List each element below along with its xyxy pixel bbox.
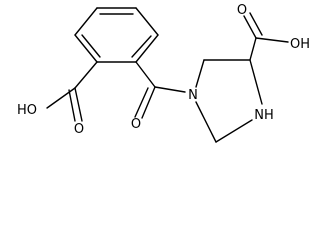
acid-right-bond [249, 37, 257, 61]
atom-label-acid-right-o: O [237, 3, 247, 18]
piperazine-bond [249, 59, 263, 105]
atom-label-acid-right-oh: OH [290, 37, 310, 52]
benzene-bond [74, 34, 98, 63]
piperazine-bond [195, 101, 217, 143]
acid-left-bond [74, 61, 98, 89]
acid-left-co-double-bond [68, 89, 76, 122]
atom-label-acid-left-o: O [74, 122, 84, 137]
amide-cn-bond [154, 86, 186, 93]
atom-label-amide-o: O [131, 117, 141, 132]
acid-right-oh-bond [255, 37, 289, 43]
bond-lines [46, 7, 289, 143]
atom-label-ring-n: N [188, 88, 198, 103]
benzene-double-bond [131, 35, 152, 58]
piperazine-bond [195, 59, 205, 88]
atom-label-acid-left-oh: HO [17, 103, 37, 118]
benzene-double-bond [81, 34, 101, 58]
atom-label-ring-nh: NH [254, 108, 274, 123]
amide-bond [135, 61, 156, 88]
acid-right-co-double-bond [249, 12, 263, 36]
benzene-bond [74, 7, 98, 36]
amide-co-double-bond [134, 87, 149, 118]
benzene-bond [135, 34, 159, 63]
acid-left-oh-bond [46, 87, 76, 109]
acid-right-co-bond [243, 15, 257, 39]
amide-co-bond [141, 86, 156, 119]
piperazine-bond [215, 119, 253, 143]
structure-diagram: HO O O N NH O OH [17, 3, 310, 143]
benzene-bond [135, 7, 159, 36]
acid-left-co-bond [74, 87, 83, 122]
